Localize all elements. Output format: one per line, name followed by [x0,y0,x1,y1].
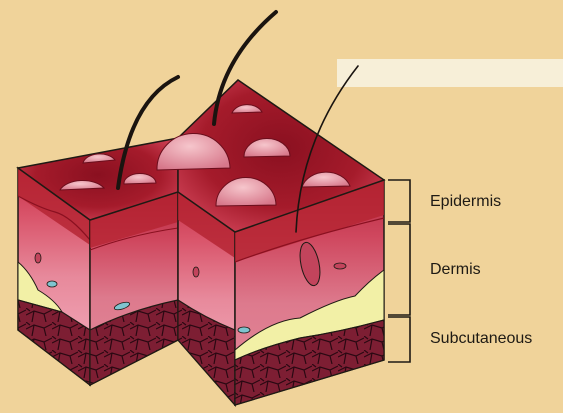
subcutaneous-bracket [388,317,410,362]
dermis-bracket [388,224,410,315]
subcutaneous-label: Subcutaneous [430,330,532,348]
dermis-label: Dermis [430,261,481,279]
epidermis-label: Epidermis [430,193,501,211]
middle-block-right-face [90,192,178,385]
layer-brackets [388,180,410,362]
epidermis-bracket [388,180,410,222]
